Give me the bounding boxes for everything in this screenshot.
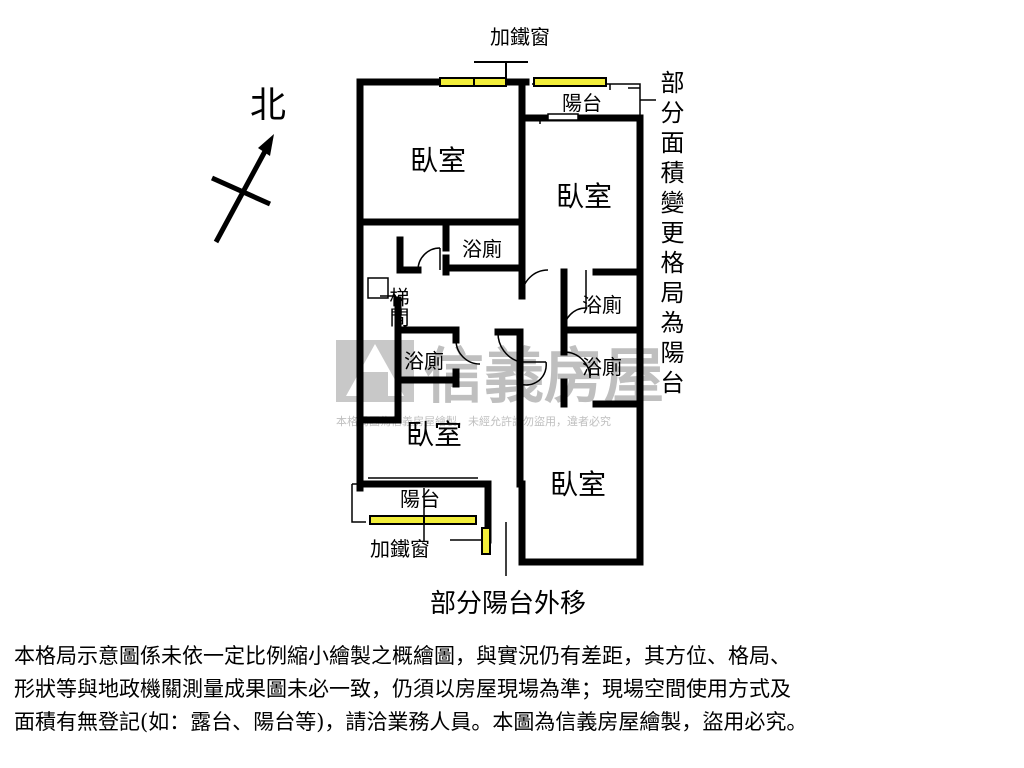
floor-plan: 信義房屋 本格局圖為信義房屋繪製，未經允許請勿盜用，違者必究 北 xyxy=(210,25,684,619)
room-stair: 梯間 xyxy=(370,287,410,327)
room-bath-1: 浴廁 xyxy=(462,237,502,261)
iron-windows xyxy=(369,61,607,555)
room-bath-3: 浴廁 xyxy=(404,349,444,373)
compass: 北 xyxy=(210,85,286,244)
watermark-logo xyxy=(336,340,414,402)
annotations: 加鐵窗 加鐵窗 部分陽台外移 部分面積變更格局為陽台 xyxy=(370,25,684,619)
annotation-bottom-note: 部分陽台外移 xyxy=(430,589,586,619)
annotation-side-note: 部分面積變更格局為陽台 xyxy=(656,70,684,400)
watermark: 信義房屋 本格局圖為信義房屋繪製，未經允許請勿盜用，違者必究 xyxy=(336,340,664,428)
compass-cross-line xyxy=(210,175,272,207)
room-labels: 臥室 臥室 臥室 臥室 浴廁 浴廁 浴廁 浴廁 陽台 陽台 梯間 xyxy=(370,91,622,511)
room-bath-2: 浴廁 xyxy=(582,293,622,317)
window-bottom-side xyxy=(481,527,491,555)
annotation-iron-window-top: 加鐵窗 xyxy=(490,25,550,49)
room-bedroom-se: 臥室 xyxy=(550,468,606,501)
annotation-iron-window-bottom: 加鐵窗 xyxy=(370,537,430,561)
room-stair-label: 梯間 xyxy=(370,287,410,327)
room-bedroom-sw: 臥室 xyxy=(406,418,462,451)
watermark-brand: 信義房屋 xyxy=(424,342,664,412)
compass-arrow-head xyxy=(258,134,274,156)
room-bath-4: 浴廁 xyxy=(582,355,622,379)
room-bedroom-ne: 臥室 xyxy=(556,180,612,213)
room-bedroom-nw: 臥室 xyxy=(410,144,466,177)
disclaimer-text: 本格局示意圖係未依一定比例縮小繪製之概繪圖，與實況仍有差距，其方位、格局、 形狀… xyxy=(14,644,808,734)
watermark-notice: 本格局圖為信義房屋繪製，未經允許請勿盜用，違者必究 xyxy=(336,414,611,428)
window-top-right xyxy=(533,77,607,87)
room-balcony-bottom: 陽台 xyxy=(400,487,440,511)
compass-north-label: 北 xyxy=(250,85,286,126)
room-balcony-top: 陽台 xyxy=(562,91,602,115)
